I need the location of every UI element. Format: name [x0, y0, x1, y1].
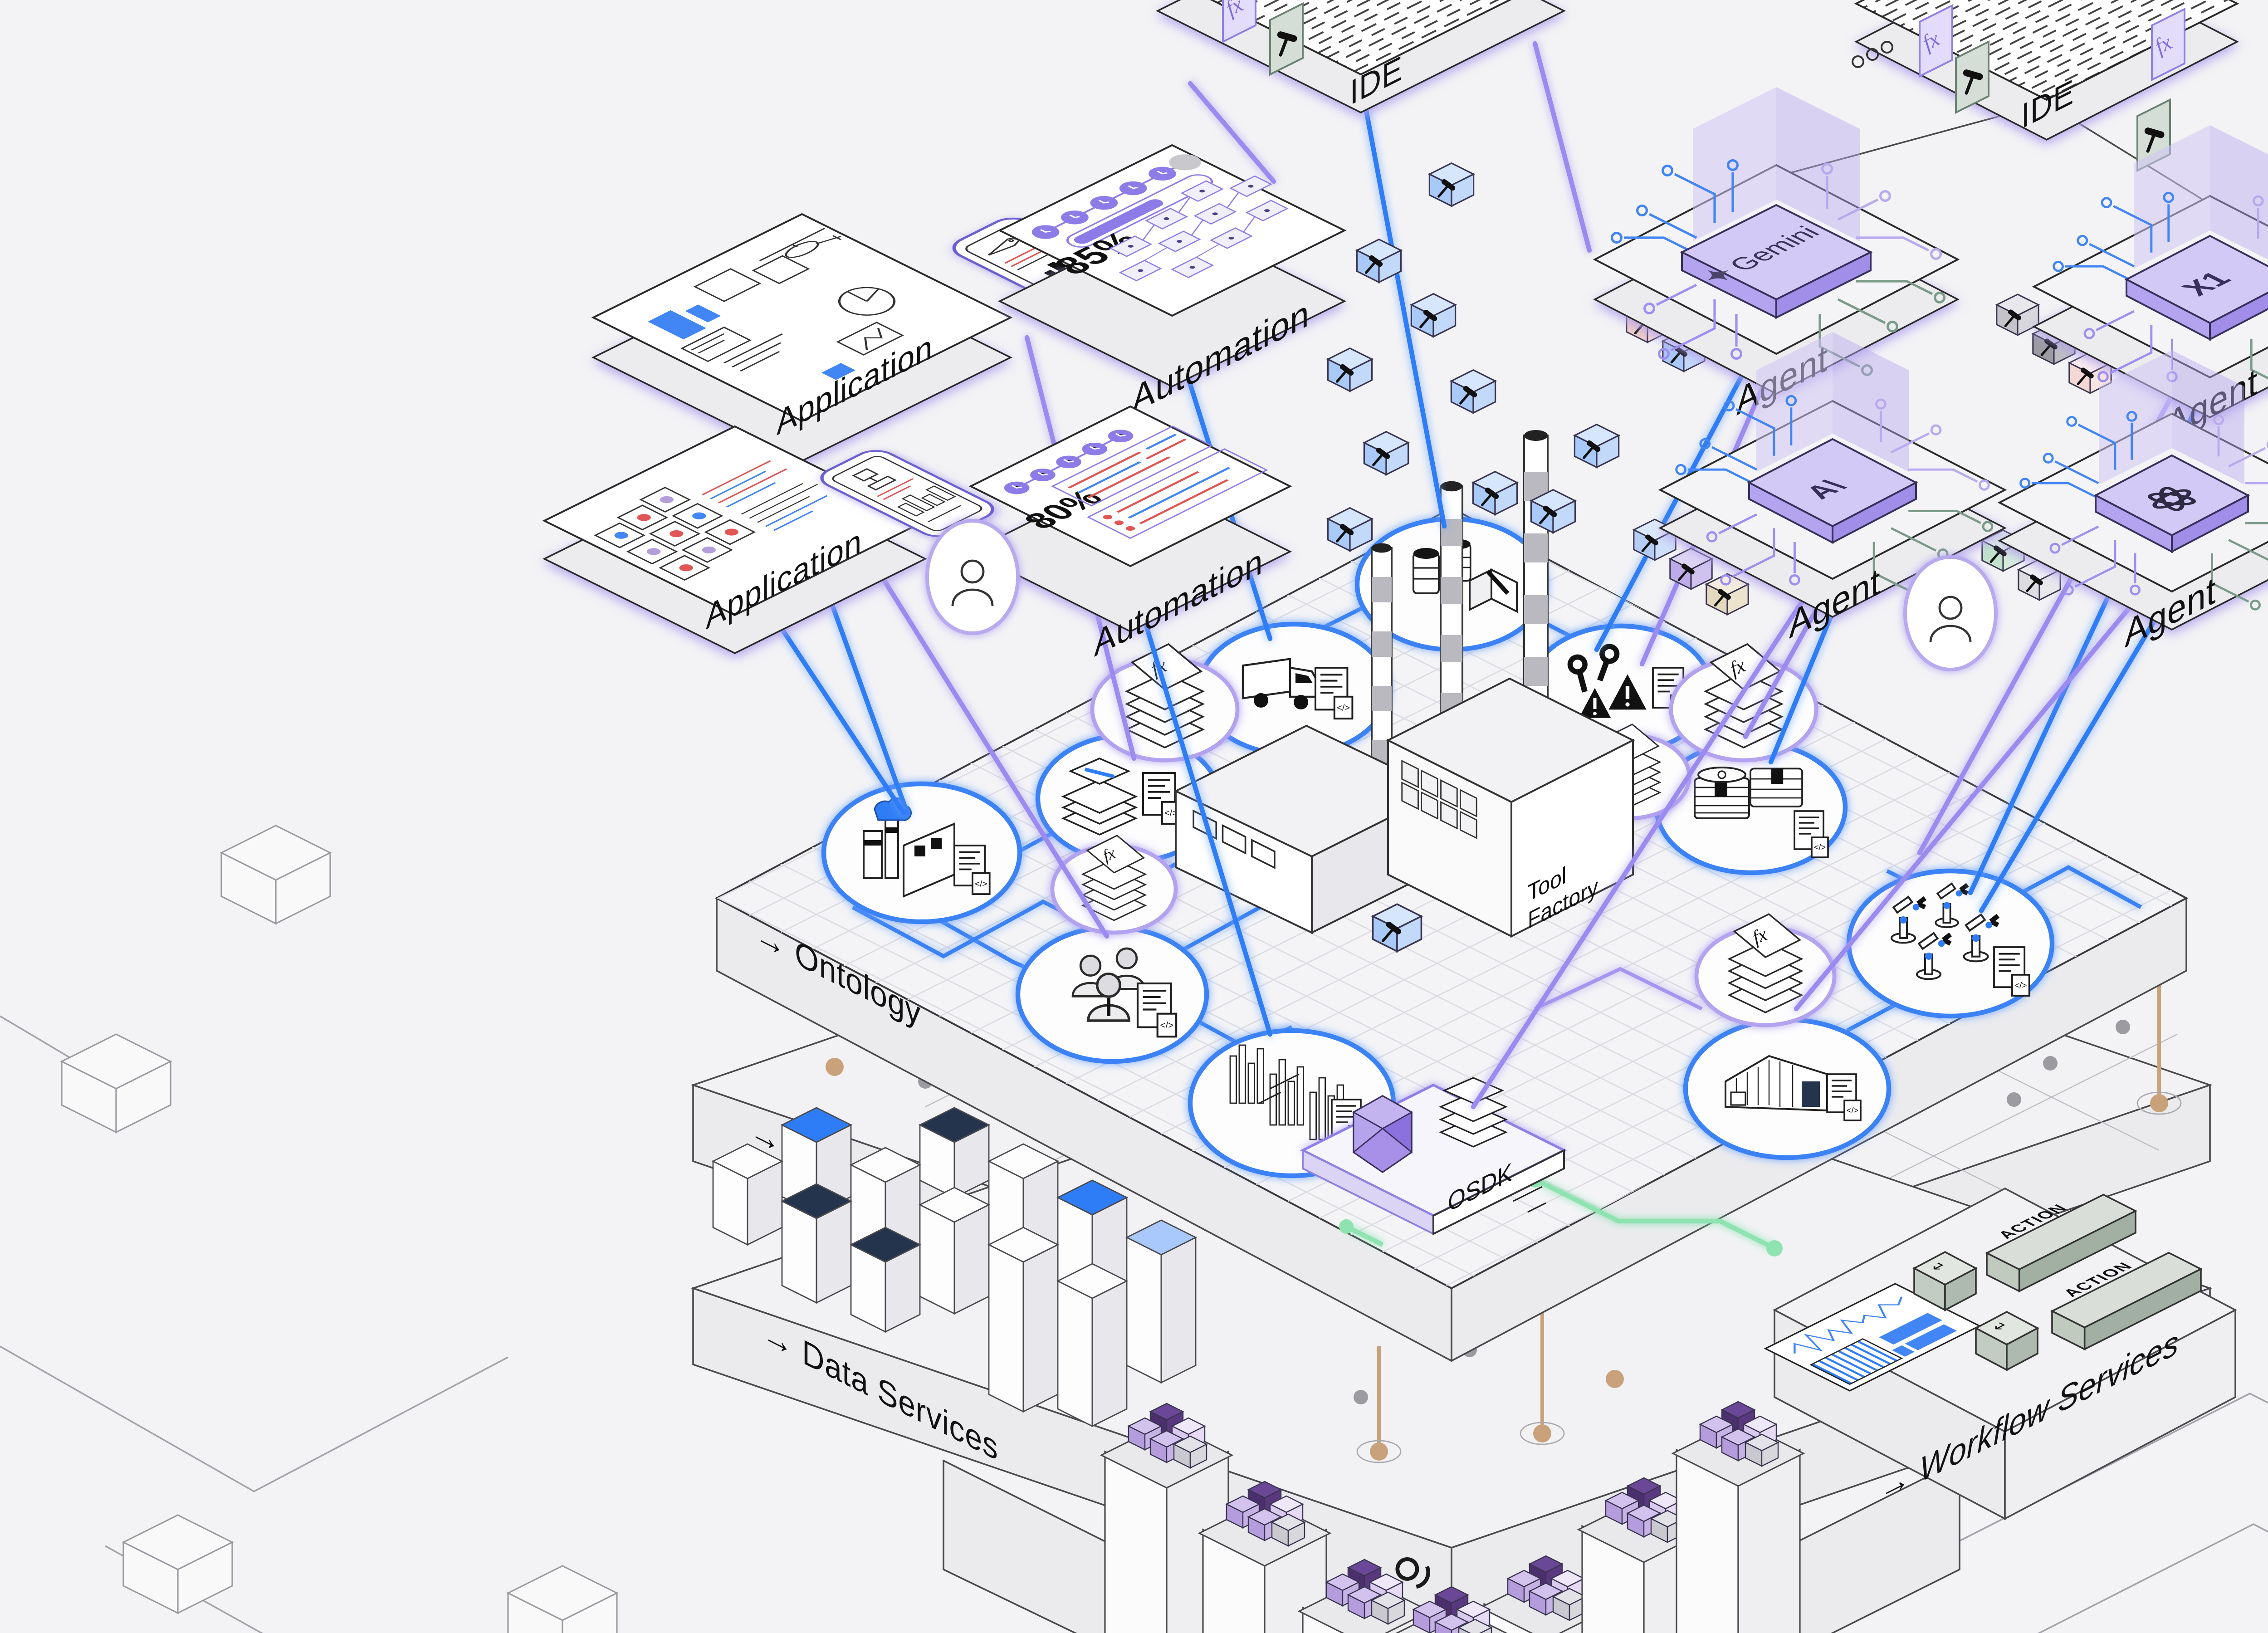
helicopter-sketch-icon: [759, 228, 842, 261]
factory-window-grid: [1401, 760, 1477, 839]
ontology-node-warehouse: [1683, 1017, 1892, 1160]
human-avatar: [925, 519, 1020, 635]
ontology-node-factory: [821, 781, 1022, 924]
package-box-icon: [1469, 568, 1518, 613]
robot-sketch-icon: [852, 468, 897, 491]
ontology-node-fx: [1694, 913, 1837, 1027]
openai-chip: [2093, 454, 2250, 553]
mini-factory-icon: [863, 797, 955, 898]
phone-mockup: [820, 450, 994, 537]
panel-automation-85: 85% Automation: [997, 144, 1347, 422]
application-card-grid: [594, 460, 828, 581]
ontology-node-robot-arms: [1846, 868, 2055, 1019]
automation-task-lists: [1051, 425, 1268, 539]
application-wireframe: [648, 228, 904, 380]
xai-chip: X1: [2124, 235, 2268, 341]
bar-outline-icon: [897, 485, 956, 517]
enter-key-cube: ↵: [1912, 1251, 1978, 1311]
panel-ide-right: IDE: [1852, 0, 2239, 171]
warehouse-icon: [1725, 1055, 1828, 1112]
ontology-node-package-docs: [1035, 732, 1222, 865]
doc-stack-icon: [1061, 758, 1138, 836]
cash-stack-icon: [1750, 768, 1803, 807]
ontology-node-people: [1015, 924, 1209, 1064]
panel-automation-80: 80% Automation: [968, 405, 1292, 665]
bar-city-icon: [1229, 1044, 1344, 1140]
human-avatar: [1903, 555, 1998, 671]
panel-agent-gemini: Gemini Agent: [1593, 87, 1960, 424]
data-mosaic-columns: [711, 1107, 1198, 1428]
background-wireframe: [0, 825, 2268, 1633]
osdk-dashes: [1259, 1073, 1546, 1213]
osdk-icosahedron-icon: [1352, 1095, 1413, 1173]
ontology-node-fx: [1050, 835, 1178, 935]
layer-logic-services: → AI [+] Logic Se: [943, 1402, 1960, 1633]
panel-agent-a: A\ Agent: [1658, 332, 2007, 647]
schedule-clock-chain: [1004, 430, 1134, 494]
panel-agent-openai: Agent: [1997, 350, 2268, 656]
progress-capsule: [1066, 174, 1213, 248]
action-button: ACTION: [2050, 1252, 2203, 1351]
ghost-cube-icon: [60, 825, 619, 1633]
tool-factory: Tool Factory: [1173, 430, 1635, 951]
anthropic-chip: A\: [1747, 438, 1918, 544]
cash-stack-icon: [1694, 767, 1750, 819]
osdk-platform: OSDK: [1259, 1073, 1567, 1236]
enter-key-cube: ↵: [1974, 1310, 2039, 1371]
logic-pillars: [1101, 1402, 1804, 1633]
browser-dots: [1852, 41, 1893, 68]
ontology-node-money: [1654, 739, 1848, 875]
automation-node-graph: [1109, 175, 1289, 282]
schedule-clock-chain: [1031, 154, 1202, 239]
gemini-chip: Gemini: [1680, 204, 1873, 319]
